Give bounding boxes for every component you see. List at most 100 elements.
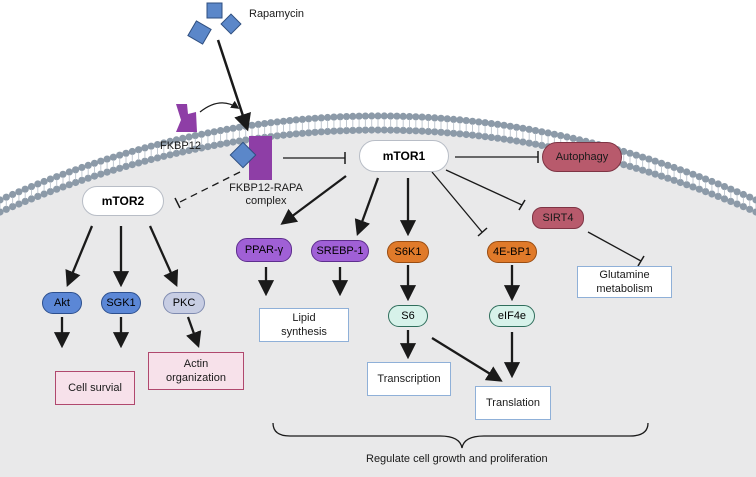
translation-box: Translation [475,386,551,420]
glutamine-metabolism-box: Glutamine metabolism [577,266,672,298]
s6k1-node[interactable]: S6K1 [387,241,429,263]
membrane-lipid-head [298,115,306,123]
membrane-lipid-head [166,137,174,145]
membrane-lipid-head [223,139,231,147]
glutamine-line2: metabolism [596,283,653,295]
membrane-lipid-head [576,136,584,144]
membrane-lipid-head [78,176,86,184]
membrane-lipid-head [305,129,313,137]
membrane-lipid-head [97,157,105,165]
membrane-lipid-head [59,183,67,191]
membrane-lipid-head [714,180,722,188]
membrane-lipid-head [34,180,42,188]
membrane-lipid-head [431,114,439,122]
membrane-lipid-head [15,200,23,208]
membrane-lipid-head [708,177,716,186]
membrane-lipid-head [387,126,395,134]
membrane-lipid-head [727,197,735,205]
4ebp1-node[interactable]: 4E-BP1 [487,241,537,263]
membrane-lipid-head [21,185,29,193]
membrane-lipid-head [254,120,262,128]
membrane-lipid-head [172,136,180,144]
arrow-rapamycin-to-complex [216,39,251,132]
membrane-lipid-head [702,175,710,183]
sgk1-node[interactable]: SGK1 [101,292,141,314]
complex-label-line1: FKBP12-RAPA [229,182,303,194]
eif4e-node[interactable]: eIF4e [489,305,535,327]
membrane-lipid-head [153,154,162,162]
membrane-lipid-head [53,173,61,181]
membrane-lipid-head [462,117,470,125]
membrane-lipid-head [342,113,351,121]
membrane-lipid-head [676,178,685,187]
rapamycin-icon [187,2,242,45]
autophagy-node[interactable]: Autophagy [542,142,622,172]
mtor2-node[interactable]: mTOR2 [82,186,164,216]
membrane-lipid-head [324,127,332,136]
ppar-node[interactable]: PPAR-γ [236,238,292,262]
membrane-lipid-head [702,188,710,196]
membrane-lipid-head [235,137,243,145]
membrane-lipid-head [689,183,697,191]
actin-organization-box: Actin organization [148,352,244,390]
membrane-lipid-head [103,168,111,176]
membrane-lipid-head [531,140,540,148]
s6-node[interactable]: S6 [388,305,428,327]
membrane-lipid-head [538,128,546,136]
akt-node[interactable]: Akt [42,292,82,314]
fkbp12-icon [176,104,197,132]
membrane-lipid-head [525,125,533,133]
sirt4-node[interactable]: SIRT4 [532,207,584,229]
membrane-lipid-head [739,203,748,211]
membrane-lipid-head [198,130,206,138]
membrane-lipid-head [336,113,344,121]
membrane-lipid-head [626,149,634,157]
membrane-lipid-head [538,141,546,149]
membrane-lipid-head [550,130,559,138]
membrane-lipid-head [210,128,218,136]
membrane-lipid-head [223,125,231,133]
membrane-lipid-head [204,129,212,137]
membrane-lipid-head [2,205,10,213]
membrane-lipid-head [185,146,193,155]
membrane-lipid-head [399,112,407,120]
membrane-lipid-head [525,139,533,147]
membrane-lipid-head [147,155,155,164]
lipid-line2: synthesis [281,326,327,338]
membrane-lipid-head [399,126,407,134]
membrane-lipid-head [620,161,628,169]
membrane-lipid-head [393,112,401,120]
complex-label-line2: complex [245,195,287,207]
membrane-lipid-head [500,135,508,143]
rapamycin-label: Rapamycin [249,8,305,20]
pkc-node[interactable]: PKC [163,292,205,314]
membrane-lipid-head [109,166,117,174]
srebp1-node[interactable]: SREBP-1 [311,240,369,262]
membrane-lipid-head [9,190,17,199]
membrane-lipid-head [683,168,691,176]
membrane-lipid-head [97,170,105,178]
membrane-lipid-head [229,138,237,146]
membrane-lipid-head [695,173,703,181]
membrane-lipid-head [261,120,269,128]
membrane-lipid-head [355,126,363,134]
membrane-lipid-head [393,126,401,134]
membrane-lipid-head [242,136,250,144]
membrane-lipid-head [494,134,502,142]
mtor1-node[interactable]: mTOR1 [359,140,449,172]
membrane-lipid-head [27,195,36,203]
membrane-lipid-head [380,112,388,120]
membrane-lipid-head [273,132,281,140]
membrane-lipid-head [481,119,489,127]
membrane-lipid-head [204,143,212,151]
membrane-lipid-head [727,185,735,193]
membrane-lipid-head [116,151,124,159]
membrane-lipid-head [443,115,451,123]
membrane-lipid-head [513,137,521,145]
cell-membrane [0,112,756,216]
arrow-mtor1-srebp [354,177,380,237]
membrane-lipid-head [563,133,571,141]
membrane-lipid-head [569,134,577,142]
membrane-lipid-head [46,175,55,183]
membrane-lipid-head [355,112,363,120]
